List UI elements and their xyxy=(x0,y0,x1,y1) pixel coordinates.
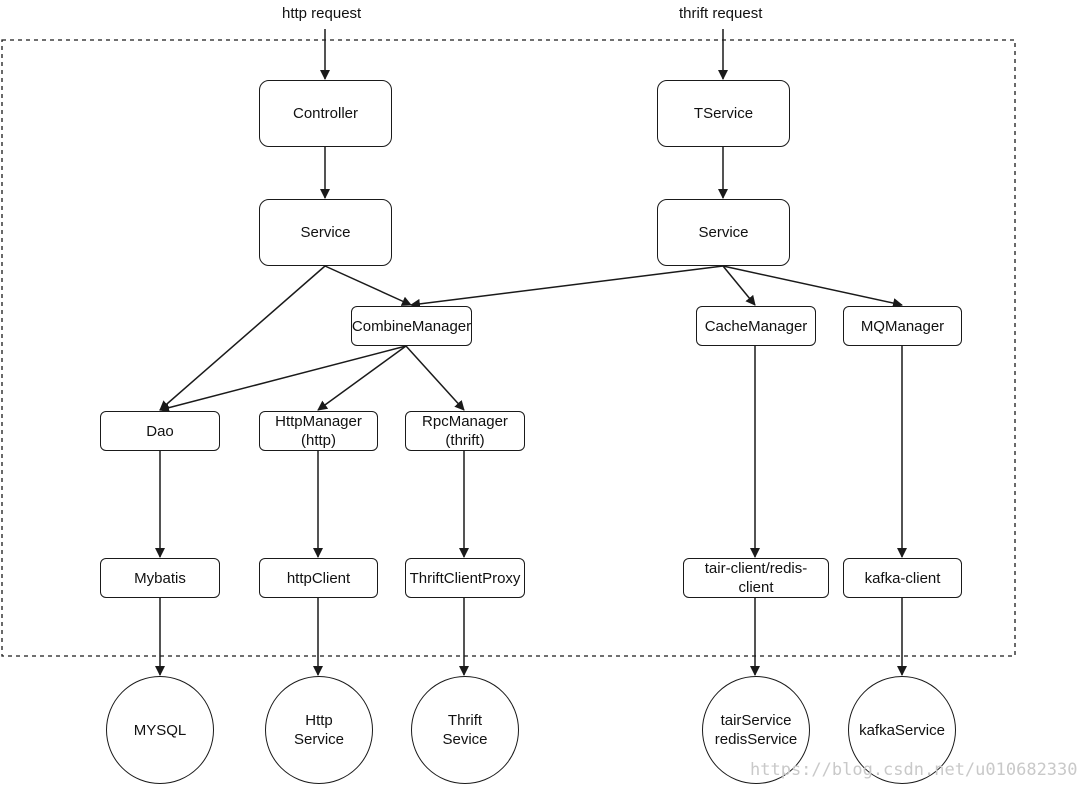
thrift-client-proxy-label: ThriftClientProxy xyxy=(409,569,521,587)
rpc-manager-sublabel: (thrift) xyxy=(445,432,485,449)
tair-redis-service-node: tairService redisService xyxy=(702,676,810,784)
http-service-label-line1: Http xyxy=(305,712,333,729)
mysql-service-node: MYSQL xyxy=(106,676,214,784)
kafka-service-label: kafkaService xyxy=(859,721,945,739)
mybatis-label: Mybatis xyxy=(134,569,186,587)
http-service-label-line2: Service xyxy=(293,731,345,748)
arrow-combinemanager-to-httpmanager xyxy=(317,345,407,411)
kafka-client-label: kafka-client xyxy=(864,569,941,587)
tair-redis-client-node: tair-client/redis- client xyxy=(683,558,829,598)
http-client-label: httpClient xyxy=(286,569,351,587)
thrift-service-node: Thrift Sevice xyxy=(411,676,519,784)
http-manager-node: HttpManager (http) xyxy=(259,411,378,451)
controller-label: Controller xyxy=(292,105,359,122)
dao-label: Dao xyxy=(146,422,174,440)
system-boundary xyxy=(1,39,1016,657)
rpc-manager-node: RpcManager (thrift) xyxy=(405,411,525,451)
http-manager-sublabel: (http) xyxy=(300,432,336,449)
tair-service-label: tairService xyxy=(720,712,792,729)
arrow-combinemanager-to-rpcmanager xyxy=(405,345,465,411)
service-left-node: Service xyxy=(259,199,392,266)
arrow-tservice-service-to-combinemanager xyxy=(410,265,724,309)
http-service-node: Http Service xyxy=(265,676,373,784)
mybatis-node: Mybatis xyxy=(100,558,220,598)
kafka-client-node: kafka-client xyxy=(843,558,962,598)
thrift-service-label-line1: Thrift xyxy=(447,712,483,729)
thrift-request-label: thrift request xyxy=(679,5,763,22)
kafka-service-node: kafkaService xyxy=(848,676,956,784)
mq-manager-node: MQManager xyxy=(843,306,962,346)
arrow-service-to-combinemanager xyxy=(324,265,412,306)
cache-manager-label: CacheManager xyxy=(704,317,808,335)
http-request-label: http request xyxy=(282,5,362,22)
arrow-service-to-dao xyxy=(159,265,326,411)
redis-service-label: redisService xyxy=(714,731,798,748)
tair-redis-client-label-line1: tair-client/redis- xyxy=(704,560,808,577)
combine-manager-node: CombineManager xyxy=(351,306,472,346)
tservice-label: TService xyxy=(693,105,754,122)
service-right-label: Service xyxy=(698,224,749,241)
dao-node: Dao xyxy=(100,411,220,451)
csdn-watermark: https://blog.csdn.net/u010682330 xyxy=(750,760,1078,780)
thrift-service-label-line2: Sevice xyxy=(442,731,488,748)
rpc-manager-label: RpcManager xyxy=(422,413,508,430)
thrift-client-proxy-node: ThriftClientProxy xyxy=(405,558,525,598)
cache-manager-node: CacheManager xyxy=(696,306,816,346)
http-manager-label: HttpManager xyxy=(275,413,362,430)
arrow-tservice-service-to-mqmanager xyxy=(722,265,903,308)
service-right-node: Service xyxy=(657,199,790,266)
tservice-node: TService xyxy=(657,80,790,147)
mq-manager-label: MQManager xyxy=(860,317,945,335)
arrow-combinemanager-to-dao xyxy=(159,345,407,413)
arrow-tservice-service-to-cachemanager xyxy=(722,265,756,306)
controller-node: Controller xyxy=(259,80,392,147)
mysql-label: MYSQL xyxy=(133,721,187,739)
combine-manager-label: CombineManager xyxy=(351,317,472,335)
tair-redis-client-label-line2: client xyxy=(738,579,774,596)
service-left-label: Service xyxy=(300,224,351,241)
http-client-node: httpClient xyxy=(259,558,378,598)
